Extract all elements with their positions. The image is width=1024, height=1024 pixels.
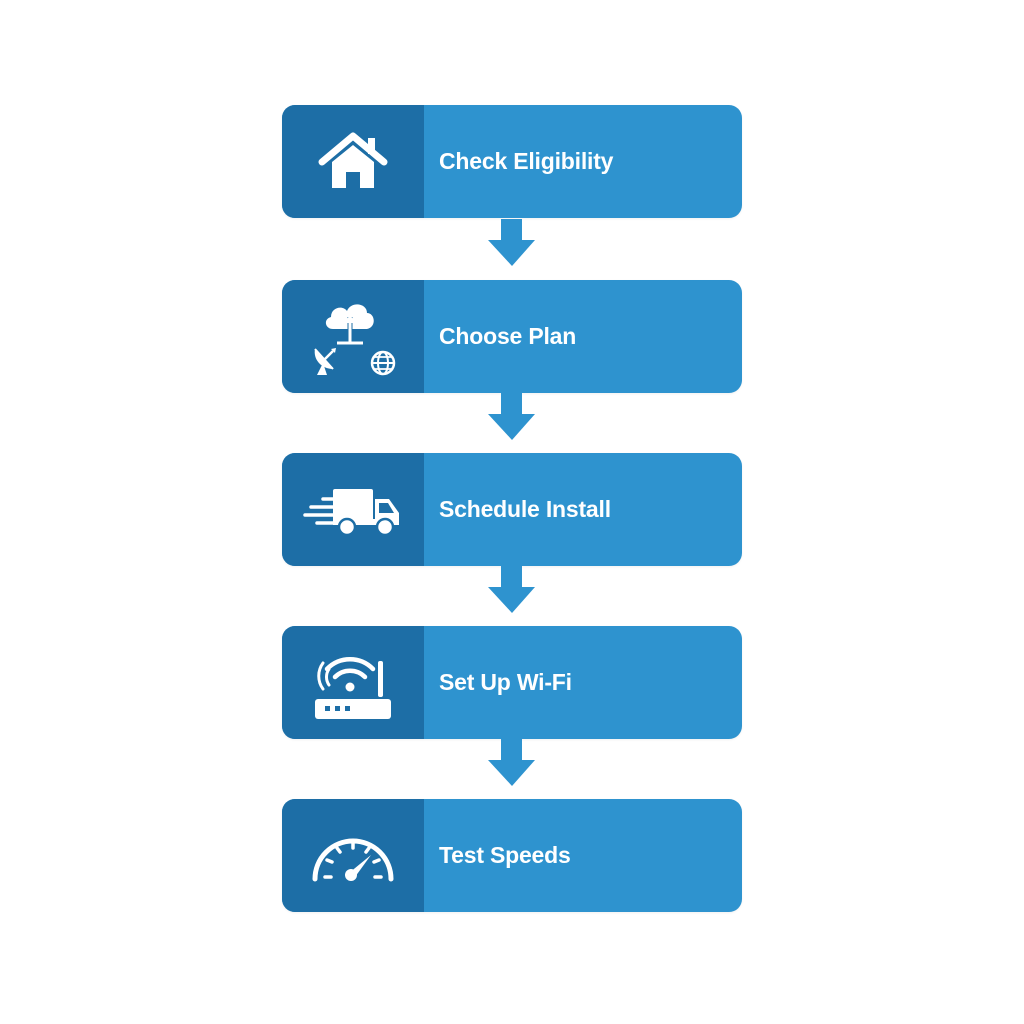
step-label: Test Speeds — [439, 842, 571, 868]
house-icon — [318, 132, 388, 188]
down-arrow-icon — [488, 566, 535, 613]
cloud-satellite-globe-icon — [314, 303, 396, 375]
step-label: Check Eligibility — [439, 148, 614, 174]
down-arrow-icon — [488, 393, 535, 440]
step-label: Set Up Wi-Fi — [439, 669, 572, 695]
wifi-router-icon — [315, 656, 391, 719]
down-arrow-icon — [488, 219, 535, 266]
down-arrow-icon — [488, 739, 535, 786]
step-schedule-install: Schedule Install — [282, 453, 742, 566]
delivery-truck-icon — [303, 488, 399, 535]
step-label: Schedule Install — [439, 496, 611, 522]
speedometer-icon — [312, 838, 394, 881]
step-choose-plan: Choose Plan — [282, 280, 742, 393]
step-icon-panel — [282, 799, 424, 912]
step-test-speeds: Test Speeds — [282, 799, 742, 912]
step-check-eligibility: Check Eligibility — [282, 105, 742, 218]
step-set-up-wifi: Set Up Wi-Fi — [282, 626, 742, 739]
step-icon-panel — [282, 453, 424, 566]
step-icon-panel — [282, 280, 424, 393]
step-icon-panel — [282, 626, 424, 739]
step-label: Choose Plan — [439, 323, 577, 349]
step-icon-panel — [282, 105, 424, 218]
